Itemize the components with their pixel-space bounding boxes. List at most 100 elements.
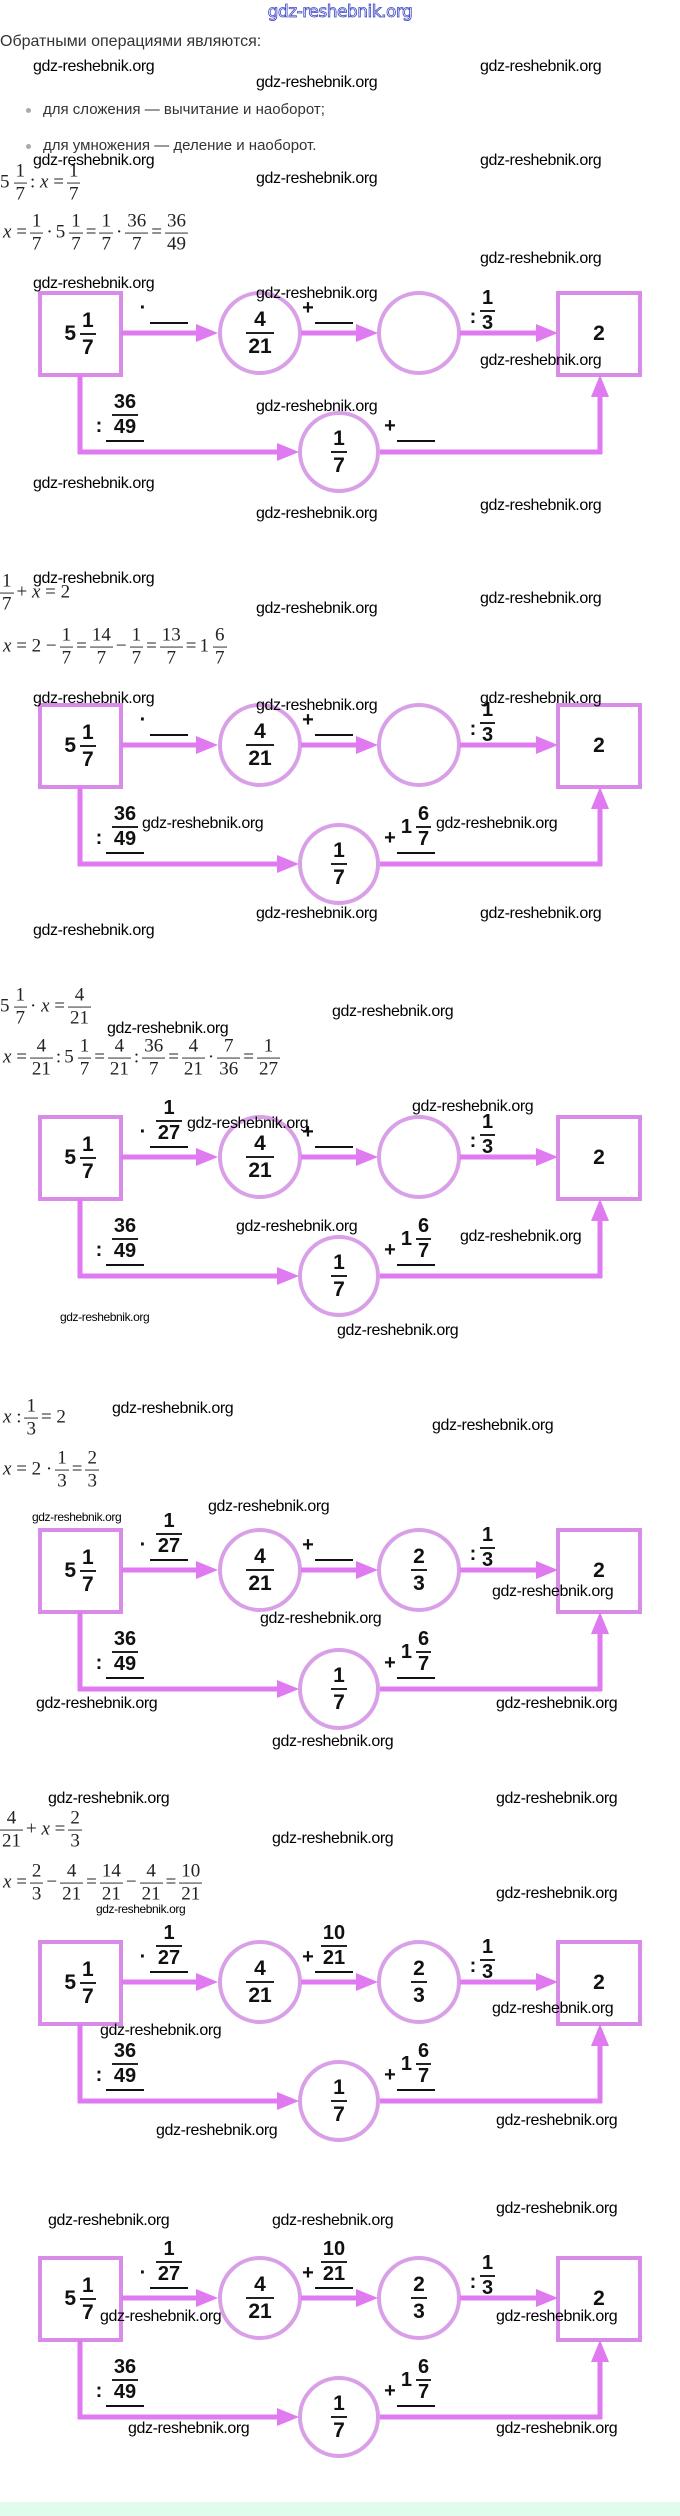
watermark-text: gdz-reshebnik.org bbox=[412, 1098, 534, 1115]
numerator: 14 bbox=[101, 1860, 121, 1882]
watermark-text: gdz-reshebnik.org bbox=[432, 1417, 554, 1434]
operand bbox=[315, 1143, 353, 1148]
variable-x: x bbox=[41, 996, 50, 1017]
operation-sign: + bbox=[302, 709, 314, 731]
equation-text: = bbox=[71, 1459, 83, 1480]
fraction-bar bbox=[80, 1157, 96, 1159]
node-circle-1 bbox=[218, 291, 302, 375]
denominator: 3 bbox=[413, 2300, 425, 2323]
denominator: 49 bbox=[113, 1653, 137, 1675]
denominator: 7 bbox=[82, 748, 94, 771]
watermark-text: gdz-reshebnik.org bbox=[112, 1400, 234, 1417]
diagram-graphics bbox=[38, 1115, 642, 1317]
watermark-text: gdz-reshebnik.org bbox=[32, 1510, 122, 1524]
node-circle-1 bbox=[218, 1528, 302, 1612]
arrowhead-icon bbox=[591, 1199, 609, 1221]
watermark-text: gdz-reshebnik.org bbox=[236, 1218, 358, 1235]
operation-sign: · bbox=[139, 297, 147, 319]
node-circle-3 bbox=[298, 2376, 380, 2458]
site-logo[interactable]: gdz-reshebnik.org bbox=[267, 2, 413, 23]
fraction-bar bbox=[99, 232, 113, 234]
fraction-bar bbox=[246, 1981, 274, 1983]
fraction-bar bbox=[29, 232, 44, 234]
numerator: 4 bbox=[254, 720, 266, 743]
fraction-bar bbox=[0, 592, 14, 594]
variable-x: x bbox=[41, 1819, 50, 1840]
denominator: 7 bbox=[148, 1058, 159, 1080]
denominator: 21 bbox=[31, 1058, 51, 1080]
intro-heading: Обратными операциями являются: bbox=[0, 33, 262, 50]
operation-sign: : bbox=[95, 2380, 103, 2402]
watermark-text: gdz-reshebnik.org bbox=[480, 58, 602, 75]
answer-blank-line bbox=[150, 2287, 188, 2289]
numerator: 1 bbox=[482, 699, 494, 721]
arrowhead-icon bbox=[196, 1561, 218, 1579]
numerator: 1 bbox=[82, 721, 94, 744]
node-value: 2 bbox=[593, 322, 605, 345]
watermark-text: gdz-reshebnik.org bbox=[33, 275, 155, 292]
fraction-bar bbox=[320, 1945, 348, 1947]
numerator: 13 bbox=[161, 624, 181, 646]
variable-x: x bbox=[3, 1872, 12, 1893]
operation-label-2: + bbox=[301, 1121, 353, 1148]
whole-part: 5 bbox=[55, 222, 66, 243]
denominator: 3 bbox=[87, 1470, 97, 1492]
watermark-text: gdz-reshebnik.org bbox=[496, 2420, 618, 2437]
watermark-text: gdz-reshebnik.org bbox=[496, 1885, 618, 1902]
fraction-bar bbox=[67, 1006, 91, 1008]
numerator: 4 bbox=[74, 984, 85, 1006]
numerator: 36 bbox=[113, 2356, 137, 2378]
numerator: 1 bbox=[333, 1251, 345, 1274]
denominator: 7 bbox=[418, 1240, 430, 1262]
denominator: 3 bbox=[482, 1549, 494, 1571]
fraction-bar bbox=[256, 1057, 280, 1059]
operation-label-1: · bbox=[136, 709, 188, 736]
operation-sign: : bbox=[469, 1955, 477, 1977]
operation-sign: + bbox=[384, 827, 396, 849]
denominator: 3 bbox=[482, 312, 494, 334]
equation-text: = bbox=[146, 636, 157, 657]
denominator: 21 bbox=[248, 2300, 272, 2323]
diagram-graphics bbox=[38, 1940, 642, 2142]
watermark-text: gdz-reshebnik.org bbox=[332, 1003, 454, 1020]
operation-sign: + bbox=[302, 1121, 314, 1143]
whole-part: 1 bbox=[400, 1227, 412, 1250]
numerator: 1 bbox=[31, 210, 42, 232]
denominator: 3 bbox=[26, 1418, 36, 1440]
